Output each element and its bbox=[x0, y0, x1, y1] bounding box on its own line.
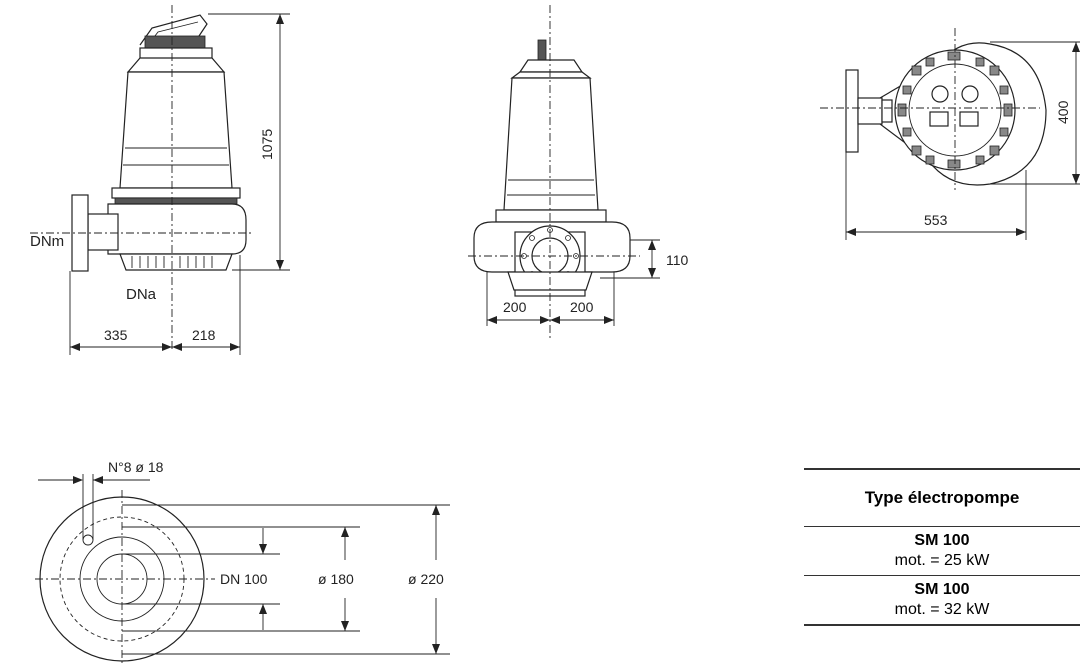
outer-diameter-label: ø 220 bbox=[408, 571, 444, 587]
height-dimension: 1075 bbox=[259, 129, 275, 160]
right-dimension: 218 bbox=[192, 327, 216, 343]
bolt-holes-label: N°8 ø 18 bbox=[108, 459, 164, 475]
model-name: SM 100 bbox=[914, 532, 970, 549]
motor-housing bbox=[503, 77, 599, 211]
top-view: 400 553 bbox=[820, 28, 1080, 240]
model-name: SM 100 bbox=[914, 581, 970, 598]
right-dimension: 200 bbox=[570, 299, 594, 315]
dnm-label: DNm bbox=[30, 233, 64, 250]
lifting-handle bbox=[139, 14, 208, 46]
motor-housing bbox=[119, 71, 233, 189]
volute bbox=[107, 203, 247, 255]
table-header: Type électropompe bbox=[804, 470, 1080, 527]
cable-entry bbox=[537, 39, 547, 63]
left-dimension: 200 bbox=[503, 299, 527, 315]
pitch-diameter-label: ø 180 bbox=[318, 571, 354, 587]
height-dimension: 110 bbox=[666, 252, 689, 268]
dn-label: DN 100 bbox=[220, 571, 268, 587]
table-row: SM 100 mot. = 32 kW bbox=[804, 575, 1080, 624]
left-dimension: 335 bbox=[104, 327, 128, 343]
length-dimension: 553 bbox=[924, 212, 948, 228]
front-view: 110 200 200 bbox=[468, 5, 689, 340]
flange-detail: N°8 ø 18 DN 100 ø 180 ø 220 bbox=[35, 459, 450, 663]
motor-power: mot. = 32 kW bbox=[894, 601, 990, 618]
pump-type-table: Type électropompe SM 100 mot. = 25 kW SM… bbox=[804, 468, 1080, 626]
discharge-flange bbox=[845, 69, 859, 153]
motor-power: mot. = 25 kW bbox=[894, 552, 990, 569]
width-dimension: 400 bbox=[1055, 100, 1071, 124]
cable-glands bbox=[144, 35, 206, 49]
side-view: DNm DNa 1075 335 218 bbox=[30, 5, 290, 355]
dna-label: DNa bbox=[126, 286, 157, 303]
table-row: SM 100 mot. = 25 kW bbox=[804, 527, 1080, 575]
